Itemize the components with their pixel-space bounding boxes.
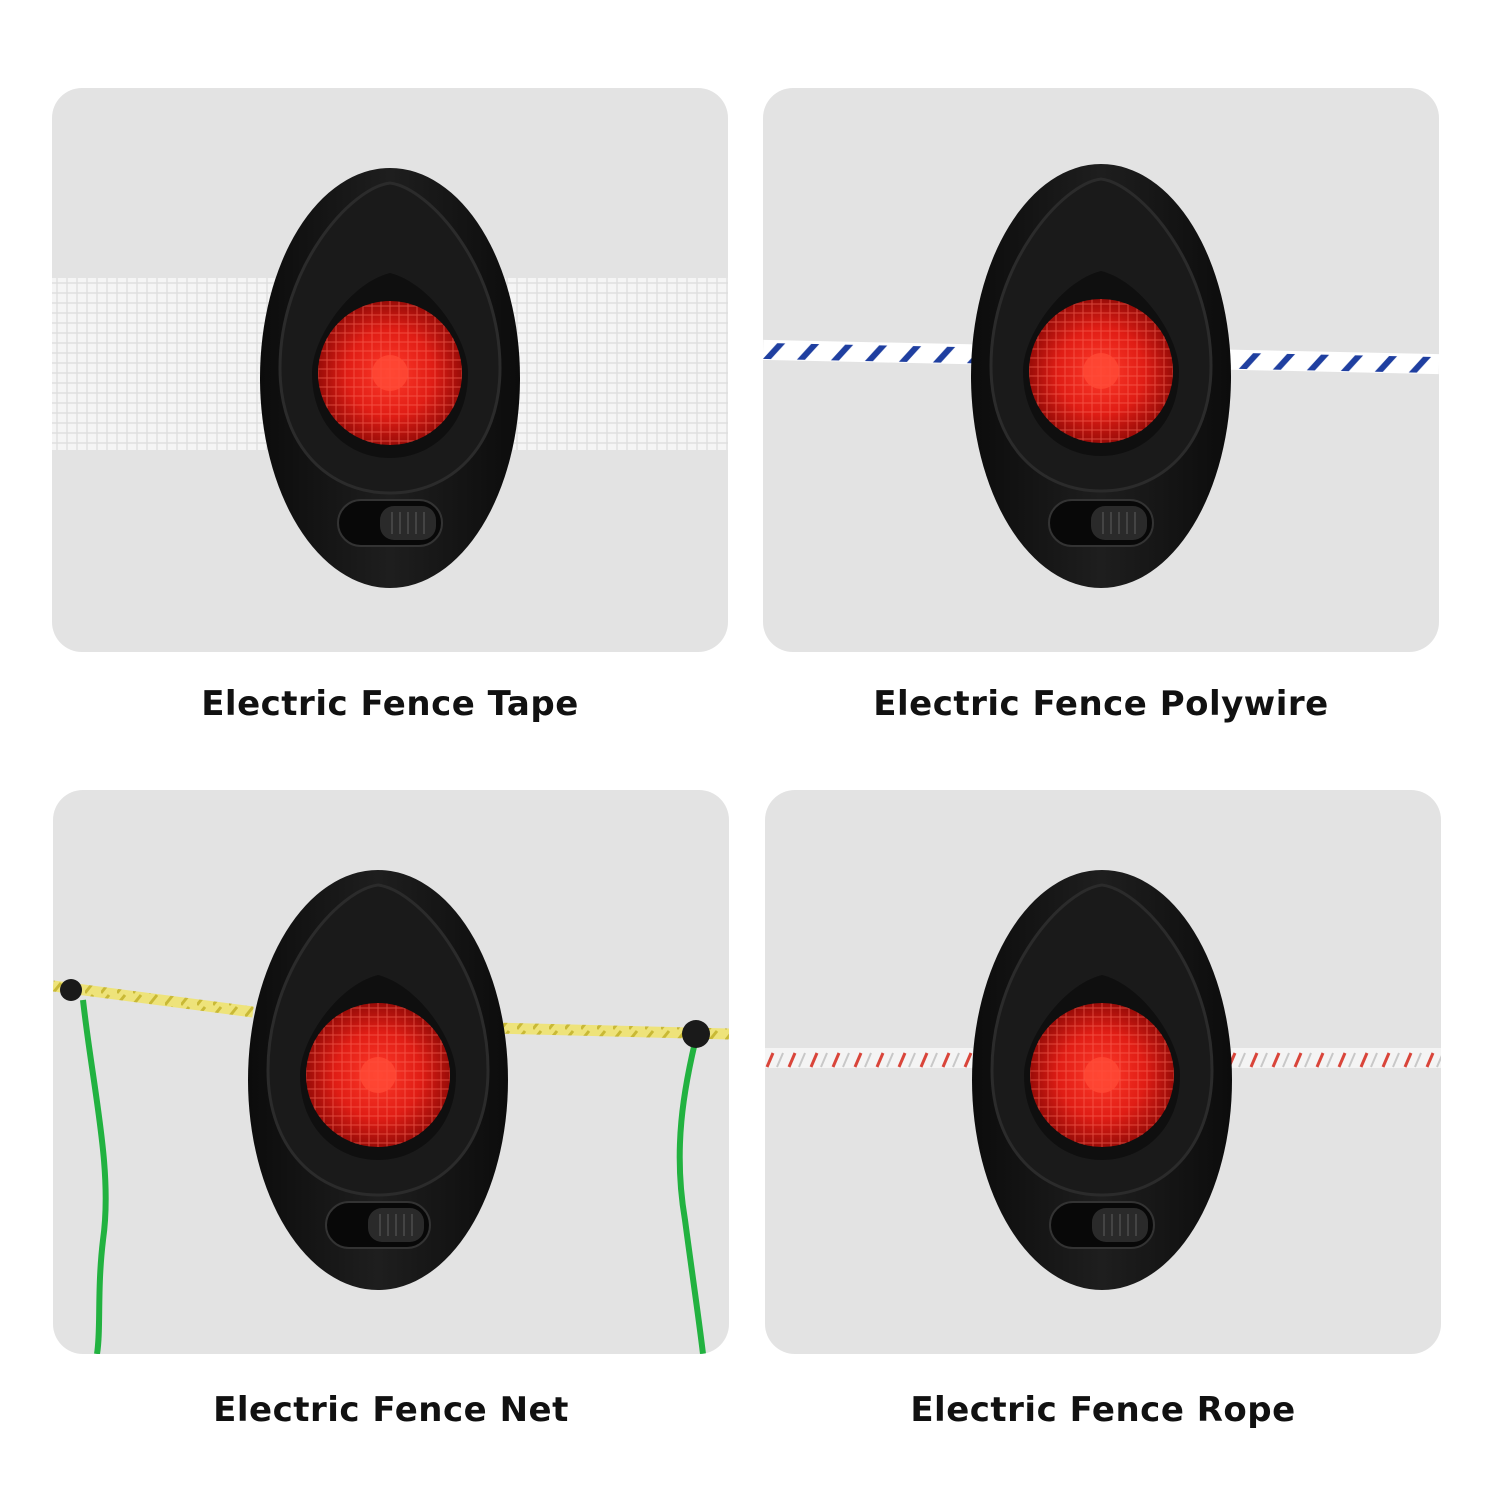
fence-tape-photo: [52, 168, 728, 588]
panel-fence-net: [53, 790, 729, 1354]
slide-switch-icon: [1048, 499, 1154, 547]
fence-polywire-photo: [763, 164, 1439, 588]
fence-tester-device: [972, 870, 1232, 1290]
indicator-light-icon: [306, 1003, 450, 1147]
net-green-strand-right: [676, 1029, 706, 1354]
panel-fence-rope: [765, 790, 1441, 1354]
caption-fence-polywire: Electric Fence Polywire: [873, 684, 1329, 724]
fence-net-photo: [53, 870, 729, 1354]
caption-fence-tape: Electric Fence Tape: [201, 684, 579, 724]
slide-switch-icon: [325, 1201, 431, 1249]
indicator-light-icon: [1029, 299, 1173, 443]
panel-fence-polywire: [763, 88, 1439, 652]
indicator-light-icon: [1030, 1003, 1174, 1147]
panel-fence-tape: [52, 88, 728, 652]
caption-fence-rope: Electric Fence Rope: [910, 1390, 1296, 1430]
fence-rope-photo: [765, 870, 1441, 1290]
fence-tester-device: [971, 164, 1231, 588]
fence-tester-device: [248, 870, 508, 1290]
caption-fence-net: Electric Fence Net: [213, 1390, 569, 1430]
net-green-strand-left: [80, 999, 109, 1354]
fence-tester-device: [260, 168, 520, 588]
slide-switch-icon: [1049, 1201, 1155, 1249]
indicator-light-icon: [318, 301, 462, 445]
slide-switch-icon: [337, 499, 443, 547]
